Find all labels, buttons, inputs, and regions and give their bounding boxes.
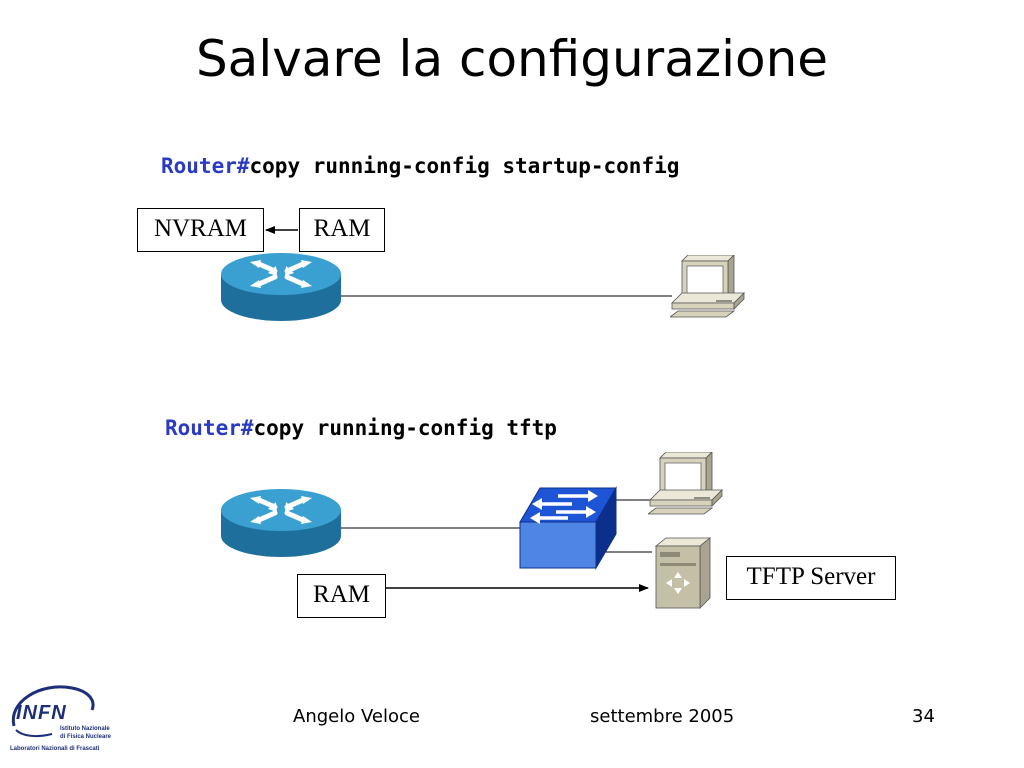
- footer-page-number: 34: [912, 706, 935, 727]
- tftp-server-box: TFTP Server: [726, 556, 896, 600]
- router-prompt: Router#: [161, 154, 250, 178]
- command-text: copy running-config startup-config: [249, 154, 680, 178]
- router-icon: [221, 489, 341, 557]
- ram-box: RAM: [299, 208, 385, 252]
- logo-line-1: Istituto Nazionale: [60, 726, 110, 732]
- infn-logo: INFN Istituto Nazionale di Fisica Nuclea…: [6, 680, 126, 762]
- logo-line-2: di Fisica Nucleare: [60, 734, 112, 740]
- router-prompt: Router#: [165, 416, 254, 440]
- command-line-2: Router#copy running-config tftp: [165, 416, 557, 440]
- logo-line-3: Laboratori Nazionali di Frascati: [10, 746, 100, 752]
- ram-box: RAM: [297, 574, 386, 618]
- command-text: copy running-config tftp: [253, 416, 557, 440]
- workstation-icon: [648, 452, 723, 515]
- footer-date: settembre 2005: [590, 706, 735, 727]
- footer-author: Angelo Veloce: [293, 706, 420, 727]
- workstation-icon: [670, 255, 745, 318]
- switch-icon: [519, 486, 617, 570]
- logo-name: INFN: [16, 702, 67, 724]
- infn-orbit-icon: [11, 685, 95, 738]
- command-line-1: Router#copy running-config startup-confi…: [161, 154, 679, 178]
- router-icon: [221, 253, 341, 321]
- server-icon: [654, 537, 712, 609]
- nvram-box: NVRAM: [137, 208, 264, 252]
- slide-title: Salvare la configurazione: [195, 30, 829, 88]
